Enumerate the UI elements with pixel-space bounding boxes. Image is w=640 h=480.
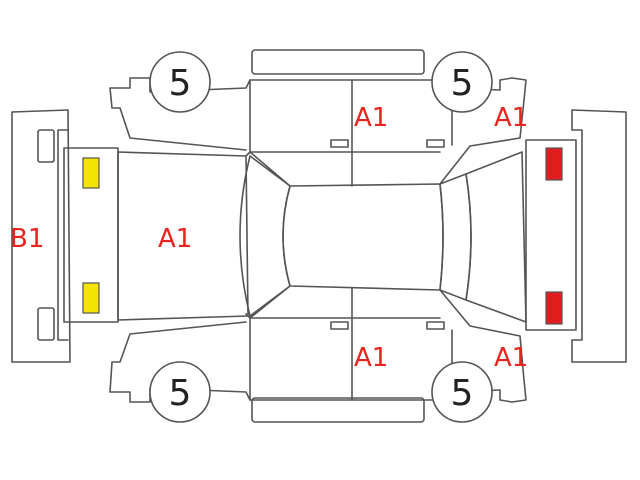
- wheel-front-right-grade: 5: [169, 373, 192, 414]
- rear-left-lamp: [545, 147, 563, 181]
- right-rear-door-handle: [426, 321, 445, 330]
- left-side-skirt: [251, 49, 425, 75]
- wheel-rear-right-grade: 5: [451, 373, 474, 414]
- wheel-rear-left-grade: 5: [451, 63, 474, 104]
- cabin: [239, 155, 472, 317]
- rear-lamp-panel: [525, 139, 577, 331]
- left-rear-door-handle: [426, 139, 445, 148]
- front-bumper-left-marker: [37, 129, 55, 163]
- front-bumper: [11, 109, 71, 363]
- damage-code-left-rear-fender: A1: [494, 103, 528, 133]
- damage-code-right-rear-door: A1: [354, 343, 388, 373]
- wheel-front-left: 5: [149, 51, 211, 113]
- damage-code-left-rear-door: A1: [354, 103, 388, 133]
- wheel-rear-left: 5: [431, 51, 493, 113]
- front-right-lamp: [82, 282, 100, 314]
- left-front-door-handle: [330, 139, 349, 148]
- front-bumper-right-marker: [37, 307, 55, 341]
- rear-right-lamp: [545, 291, 563, 325]
- front-left-lamp: [82, 157, 100, 189]
- roof: [282, 183, 444, 291]
- rear-window: [439, 173, 472, 301]
- right-front-door-handle: [330, 321, 349, 330]
- right-side-skirt: [251, 397, 425, 423]
- damage-code-front-bumper: B1: [10, 224, 44, 254]
- wheel-front-left-grade: 5: [169, 63, 192, 104]
- damage-code-right-rear-fender: A1: [494, 343, 528, 373]
- wheel-front-right: 5: [149, 361, 211, 423]
- wheel-rear-right: 5: [431, 361, 493, 423]
- damage-code-hood: A1: [158, 224, 192, 254]
- trunk: [465, 151, 527, 323]
- front-lamp-panel: [63, 147, 119, 323]
- rear-bumper: [571, 109, 627, 363]
